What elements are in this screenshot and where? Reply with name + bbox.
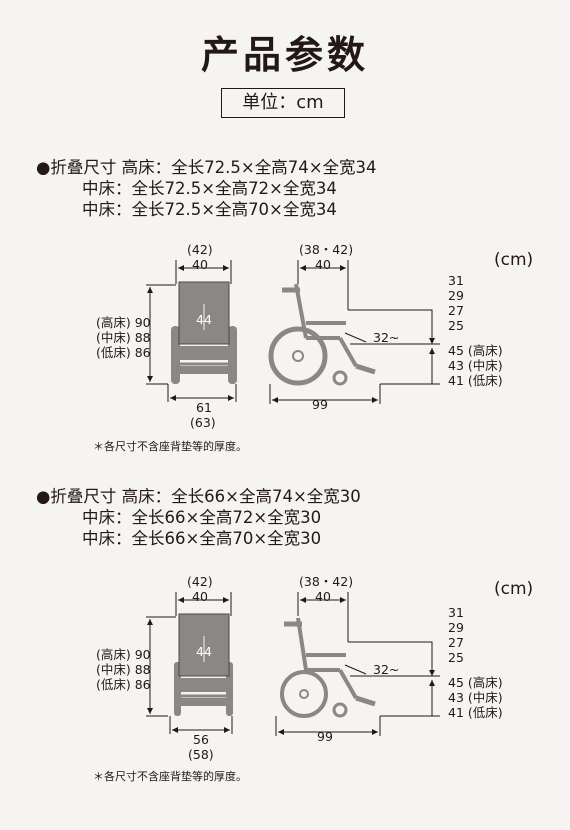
height-25: 25 [448, 650, 464, 665]
note: ＊各尺寸不含座背垫等的厚度。 [93, 440, 247, 453]
height-high: (高床) 90 [96, 647, 151, 662]
seat-depth: 44 [196, 312, 212, 327]
height-mid: (中床) 88 [96, 662, 151, 677]
spec-line: ●折叠尺寸 高床：全长72.5×全高74×全宽34 [36, 158, 377, 177]
base-width-alt: (63) [190, 415, 216, 430]
base-width-alt: (58) [188, 747, 214, 762]
cm-label: (cm) [494, 579, 534, 599]
front-width: 40 [192, 257, 208, 272]
spec-line: 中床：全长66×全高72×全宽30 [82, 508, 322, 527]
base-width: 61 [196, 400, 212, 415]
spec-line: ●折叠尺寸 高床：全长66×全高74×全宽30 [36, 487, 361, 506]
front-width-alt: (42) [187, 242, 213, 257]
wheelchair-front-icon [174, 613, 233, 716]
height-high: (高床) 90 [96, 315, 151, 330]
wheelchair-side-icon [268, 283, 376, 386]
seat-low: 41 (低床) [448, 373, 503, 388]
angle-label: 32~ [373, 662, 400, 677]
height-29: 29 [448, 288, 464, 303]
side-depth-alt: (38・42) [299, 574, 354, 589]
height-27: 27 [448, 303, 464, 318]
base-width: 56 [193, 732, 209, 747]
side-depth-alt: (38・42) [299, 242, 354, 257]
wheelchair-diagram [146, 592, 440, 736]
seat-high: 45 (高床) [448, 343, 503, 358]
height-25: 25 [448, 318, 464, 333]
height-low: (低床) 86 [96, 345, 151, 360]
seat-high: 45 (高床) [448, 675, 503, 690]
front-width: 40 [192, 589, 208, 604]
cm-label: (cm) [494, 250, 534, 270]
spec-line: 中床：全长72.5×全高70×全宽34 [82, 200, 337, 219]
spec-line: 中床：全长72.5×全高72×全宽34 [82, 179, 337, 198]
height-mid: (中床) 88 [96, 330, 151, 345]
angle-label: 32~ [373, 330, 400, 345]
diagram-section-2: (42) 40 44 (高床) 90 (中床) 88 (低床) 86 56 (5… [0, 570, 570, 830]
spec-block-1: ●折叠尺寸 高床：全长72.5×全高74×全宽34 中床：全长72.5×全高72… [36, 157, 377, 220]
height-low: (低床) 86 [96, 677, 151, 692]
wheelchair-diagram [146, 260, 440, 404]
spec-line: 中床：全长66×全高70×全宽30 [82, 529, 322, 548]
height-31: 31 [448, 273, 464, 288]
page-title: 产品参数 [200, 33, 369, 77]
length-label: 99 [317, 729, 333, 744]
height-29: 29 [448, 620, 464, 635]
seat-depth: 44 [196, 644, 212, 659]
front-width-alt: (42) [187, 574, 213, 589]
wheelchair-front-icon [171, 281, 237, 384]
seat-mid: 43 (中床) [448, 690, 503, 705]
unit-box: 单位：cm [221, 88, 345, 118]
side-depth: 40 [315, 257, 331, 272]
diagram-section-1: (42) 40 44 (高床) 90 (中床) 88 (低床) 86 61 (6… [0, 238, 570, 498]
wheelchair-side-icon [280, 617, 376, 718]
note: ＊各尺寸不含座背垫等的厚度。 [93, 770, 247, 783]
side-depth: 40 [315, 589, 331, 604]
height-27: 27 [448, 635, 464, 650]
length-label: 99 [312, 397, 328, 412]
height-31: 31 [448, 605, 464, 620]
spec-block-2: ●折叠尺寸 高床：全长66×全高74×全宽30 中床：全长66×全高72×全宽3… [36, 486, 361, 549]
seat-low: 41 (低床) [448, 705, 503, 720]
seat-mid: 43 (中床) [448, 358, 503, 373]
